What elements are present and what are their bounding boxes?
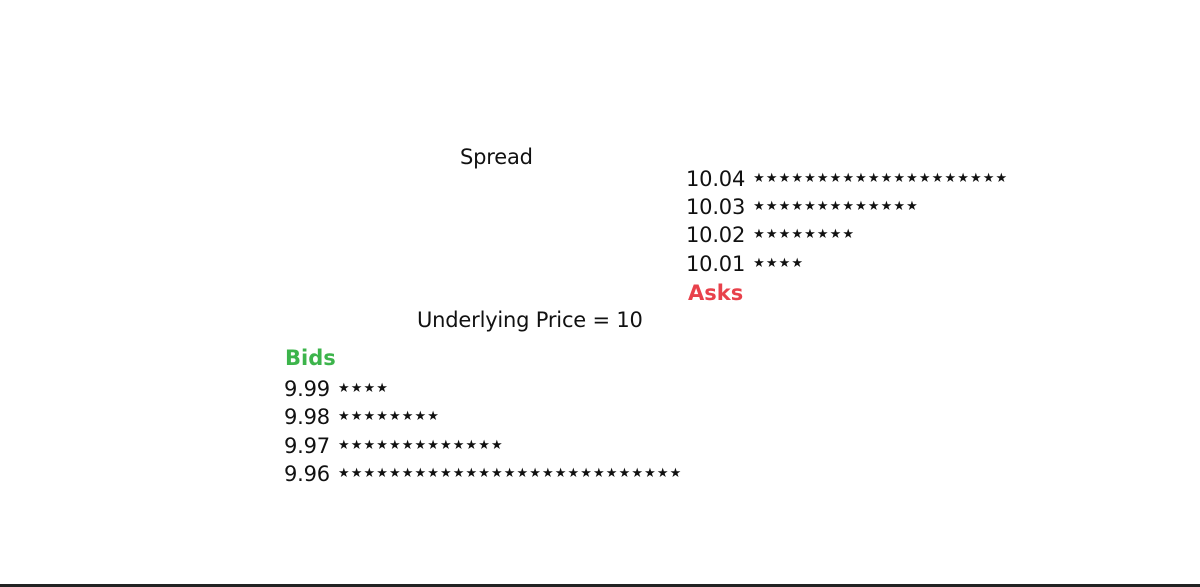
bid-price: 9.96 [284,461,330,486]
bid-quantity-stars: ★★★★★★★★ [337,408,441,424]
ask-level-row: 10.04 ★★★★★★★★★★★★★★★★★★★★ [686,166,1008,192]
ask-quantity-stars: ★★★★★★★★ [753,226,856,242]
ask-price: 10.01 [686,251,746,276]
ask-price: 10.03 [686,194,746,219]
bid-level-row: 9.98 ★★★★★★★★ [284,404,440,430]
bid-level-row: 9.96 ★★★★★★★★★★★★★★★★★★★★★★★★★★★ [284,461,682,487]
bid-quantity-stars: ★★★★ [337,380,389,396]
bids-heading: Bids [285,346,336,370]
bottom-divider [0,584,1200,587]
underlying-price-label: Underlying Price = 10 [417,308,643,332]
ask-level-row: 10.01 ★★★★ [686,251,804,277]
bid-price: 9.98 [284,404,330,429]
ask-quantity-stars: ★★★★★★★★★★★★★ [753,198,919,214]
ask-level-row: 10.03 ★★★★★★★★★★★★★ [686,194,919,220]
spread-label: Spread [460,145,533,169]
bid-price: 9.97 [284,433,330,458]
ask-price: 10.02 [686,222,746,247]
ask-quantity-stars: ★★★★★★★★★★★★★★★★★★★★ [753,170,1009,186]
bid-price: 9.99 [284,376,330,401]
ask-price: 10.04 [686,166,746,191]
bid-quantity-stars: ★★★★★★★★★★★★★★★★★★★★★★★★★★★ [337,465,683,481]
ask-quantity-stars: ★★★★ [753,255,805,271]
bid-level-row: 9.99 ★★★★ [284,376,389,402]
asks-heading: Asks [688,281,744,305]
bid-quantity-stars: ★★★★★★★★★★★★★ [337,437,504,453]
ask-level-row: 10.02 ★★★★★★★★ [686,222,855,248]
bid-level-row: 9.97 ★★★★★★★★★★★★★ [284,433,504,459]
